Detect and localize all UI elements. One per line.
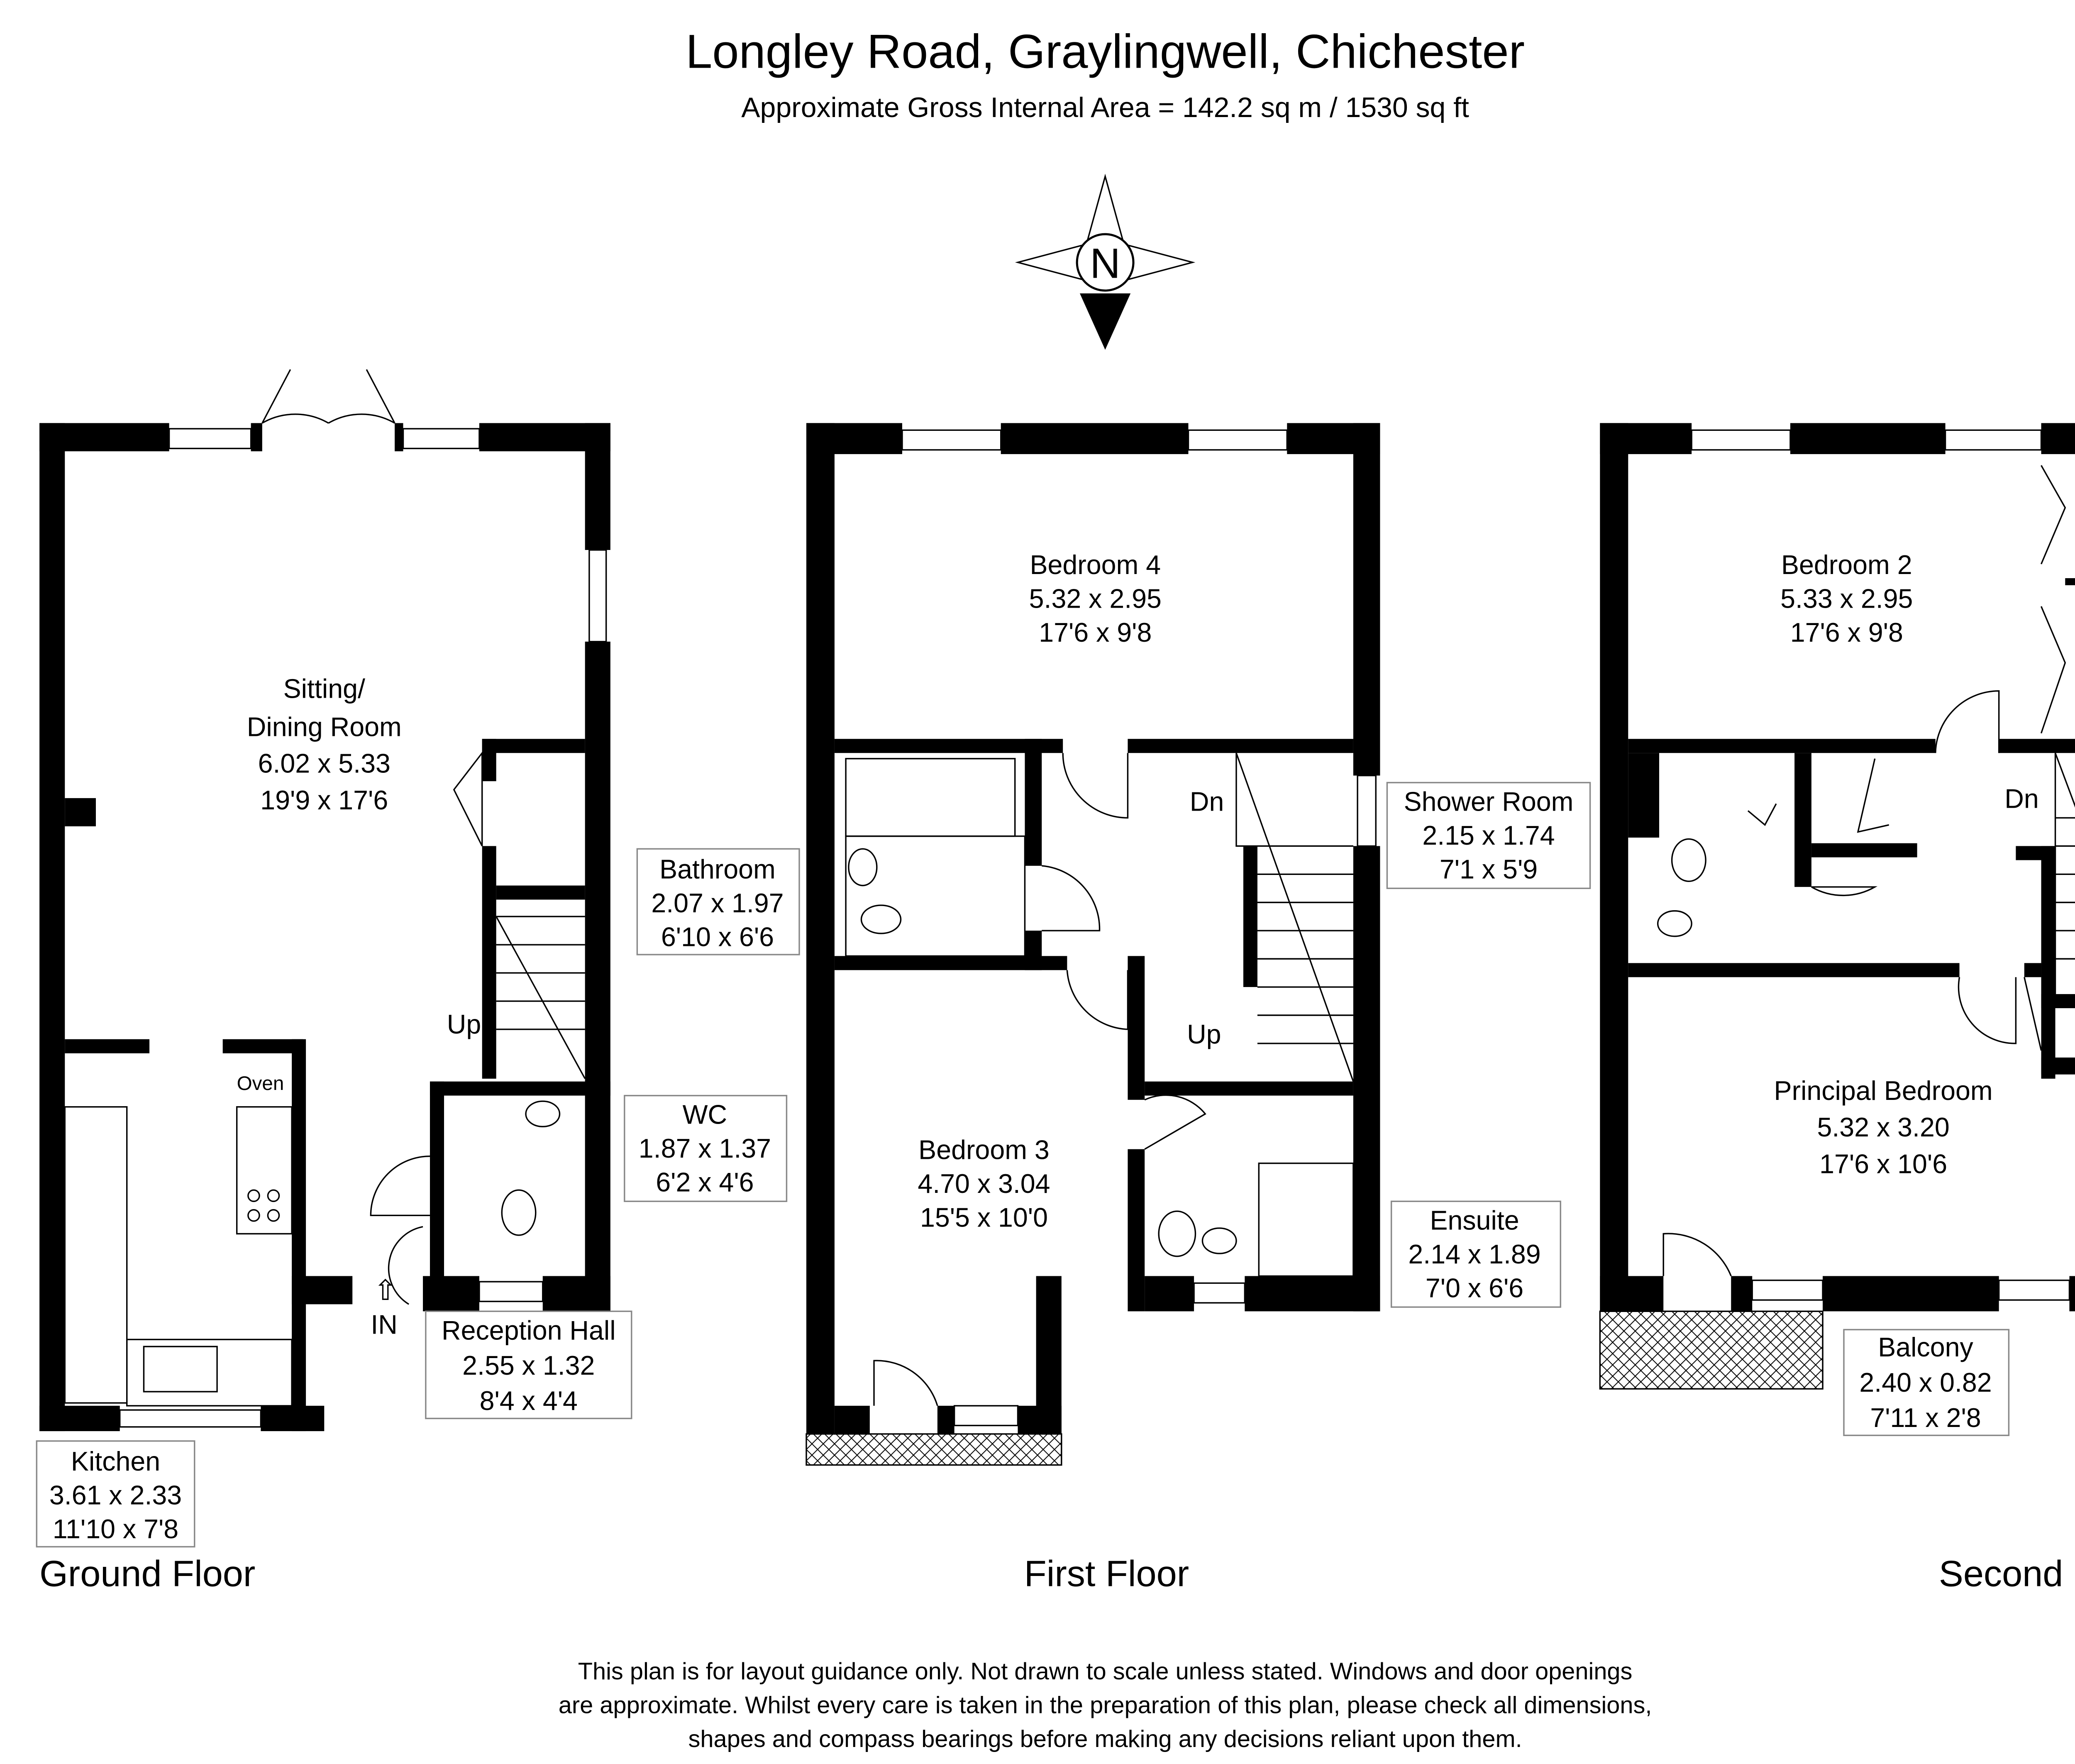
- reception-hall-metric: 2.55 x 1.32: [462, 1351, 595, 1380]
- ensuite-imperial: 7'0 x 6'6: [1426, 1273, 1523, 1303]
- entrance-label: IN: [371, 1310, 398, 1340]
- stairs-up-label: Up: [447, 1009, 481, 1039]
- oven-label: Oven: [237, 1073, 284, 1095]
- compass-icon: N: [1015, 173, 1196, 350]
- sitting-dining-room-name-2: Dining Room: [247, 712, 402, 742]
- hob-icon: [247, 1189, 280, 1222]
- compass-north-label: N: [1090, 239, 1120, 287]
- ensuite-label-box: [1390, 1200, 1561, 1308]
- bedroom-2-name: Bedroom 2: [1781, 550, 1912, 580]
- principal-bedroom-metric: 5.32 x 3.20: [1817, 1112, 1949, 1142]
- balcony-hatch: [1599, 1310, 1824, 1390]
- bathroom-metric: 2.07 x 1.97: [651, 888, 784, 918]
- wc-metric: 1.87 x 1.37: [639, 1134, 771, 1163]
- kitchen-label-box: [36, 1440, 195, 1548]
- shower-room-name: Shower Room: [1404, 787, 1574, 816]
- kitchen-name: Kitchen: [71, 1446, 160, 1476]
- kitchen-imperial: 11'10 x 7'8: [53, 1514, 178, 1544]
- page-subtitle: Approximate Gross Internal Area = 142.2 …: [741, 92, 1469, 123]
- disclaimer: This plan is for layout guidance only. N…: [559, 1658, 1652, 1752]
- bedroom-2-metric: 5.33 x 2.95: [1780, 584, 1913, 613]
- ground-floor-title: Ground Floor: [39, 1553, 255, 1594]
- page-title: Longley Road, Graylingwell, Chichester: [686, 24, 1525, 78]
- reception-hall-name: Reception Hall: [442, 1315, 616, 1345]
- disclaimer-line-2: are approximate. Whilst every care is ta…: [559, 1692, 1652, 1718]
- kitchen-metric: 3.61 x 2.33: [49, 1481, 182, 1510]
- entrance-arrow-icon: ⇧: [374, 1275, 397, 1306]
- shower-room-label-box: [1386, 782, 1591, 889]
- balcony-imperial: 7'11 x 2'8: [1870, 1403, 1981, 1433]
- bathroom-name: Bathroom: [659, 855, 776, 884]
- stairs-up-label-first: Up: [1187, 1019, 1221, 1049]
- bedroom-4-name: Bedroom 4: [1030, 550, 1161, 580]
- second-floor-plan: Bedroom 2 5.33 x 2.95 17'6 x 9'8 Princip…: [1599, 423, 2075, 1594]
- ensuite-name: Ensuite: [1430, 1205, 1519, 1235]
- sitting-dining-room-metric: 6.02 x 5.33: [258, 749, 391, 779]
- shower-room-metric: 2.15 x 1.74: [1422, 821, 1555, 850]
- principal-bedroom-imperial: 17'6 x 10'6: [1819, 1149, 1947, 1179]
- stairs-down-label: Dn: [1190, 787, 1224, 816]
- bedroom-4-metric: 5.32 x 2.95: [1029, 584, 1162, 613]
- bathroom-label-box: [636, 848, 800, 955]
- balcony-label-box: [1843, 1329, 2010, 1436]
- bathroom-imperial: 6'10 x 6'6: [661, 922, 774, 952]
- bedroom-3-imperial: 15'5 x 10'0: [920, 1203, 1048, 1233]
- sitting-dining-room-name: Sitting/: [283, 674, 365, 704]
- reception-hall-imperial: 8'4 x 4'4: [480, 1386, 578, 1416]
- wc-label-box: [624, 1095, 788, 1202]
- stairs-down-label-second: Dn: [2004, 784, 2038, 814]
- disclaimer-line-1: This plan is for layout guidance only. N…: [578, 1658, 1633, 1685]
- disclaimer-line-3: shapes and compass bearings before makin…: [688, 1726, 1522, 1752]
- wc-name: WC: [683, 1100, 727, 1130]
- balcony-name: Balcony: [1878, 1332, 1973, 1362]
- first-floor-title: First Floor: [1024, 1553, 1189, 1594]
- first-floor-balcony-hatch: [806, 1433, 1062, 1466]
- bedroom-3-metric: 4.70 x 3.04: [918, 1169, 1050, 1199]
- bedroom-3-name: Bedroom 3: [918, 1135, 1050, 1165]
- principal-bedroom-name: Principal Bedroom: [1774, 1076, 1993, 1106]
- second-floor-title: Second Floor: [1939, 1553, 2075, 1594]
- sitting-dining-room-imperial: 19'9 x 17'6: [260, 785, 388, 815]
- bedroom-4-imperial: 17'6 x 9'8: [1039, 618, 1152, 647]
- wc-imperial: 6'2 x 4'6: [656, 1168, 754, 1197]
- shower-room-imperial: 7'1 x 5'9: [1440, 855, 1538, 884]
- ground-floor-plan: Sitting/ Dining Room 6.02 x 5.33 19'9 x …: [36, 369, 788, 1594]
- ensuite-metric: 2.14 x 1.89: [1408, 1239, 1540, 1269]
- balcony-metric: 2.40 x 0.82: [1859, 1368, 1992, 1398]
- bedroom-2-imperial: 17'6 x 9'8: [1790, 618, 1903, 647]
- reception-hall-label-box: [425, 1310, 632, 1420]
- first-floor-plan: Bedroom 4 5.32 x 2.95 17'6 x 9'8 Bedroom…: [636, 423, 1591, 1594]
